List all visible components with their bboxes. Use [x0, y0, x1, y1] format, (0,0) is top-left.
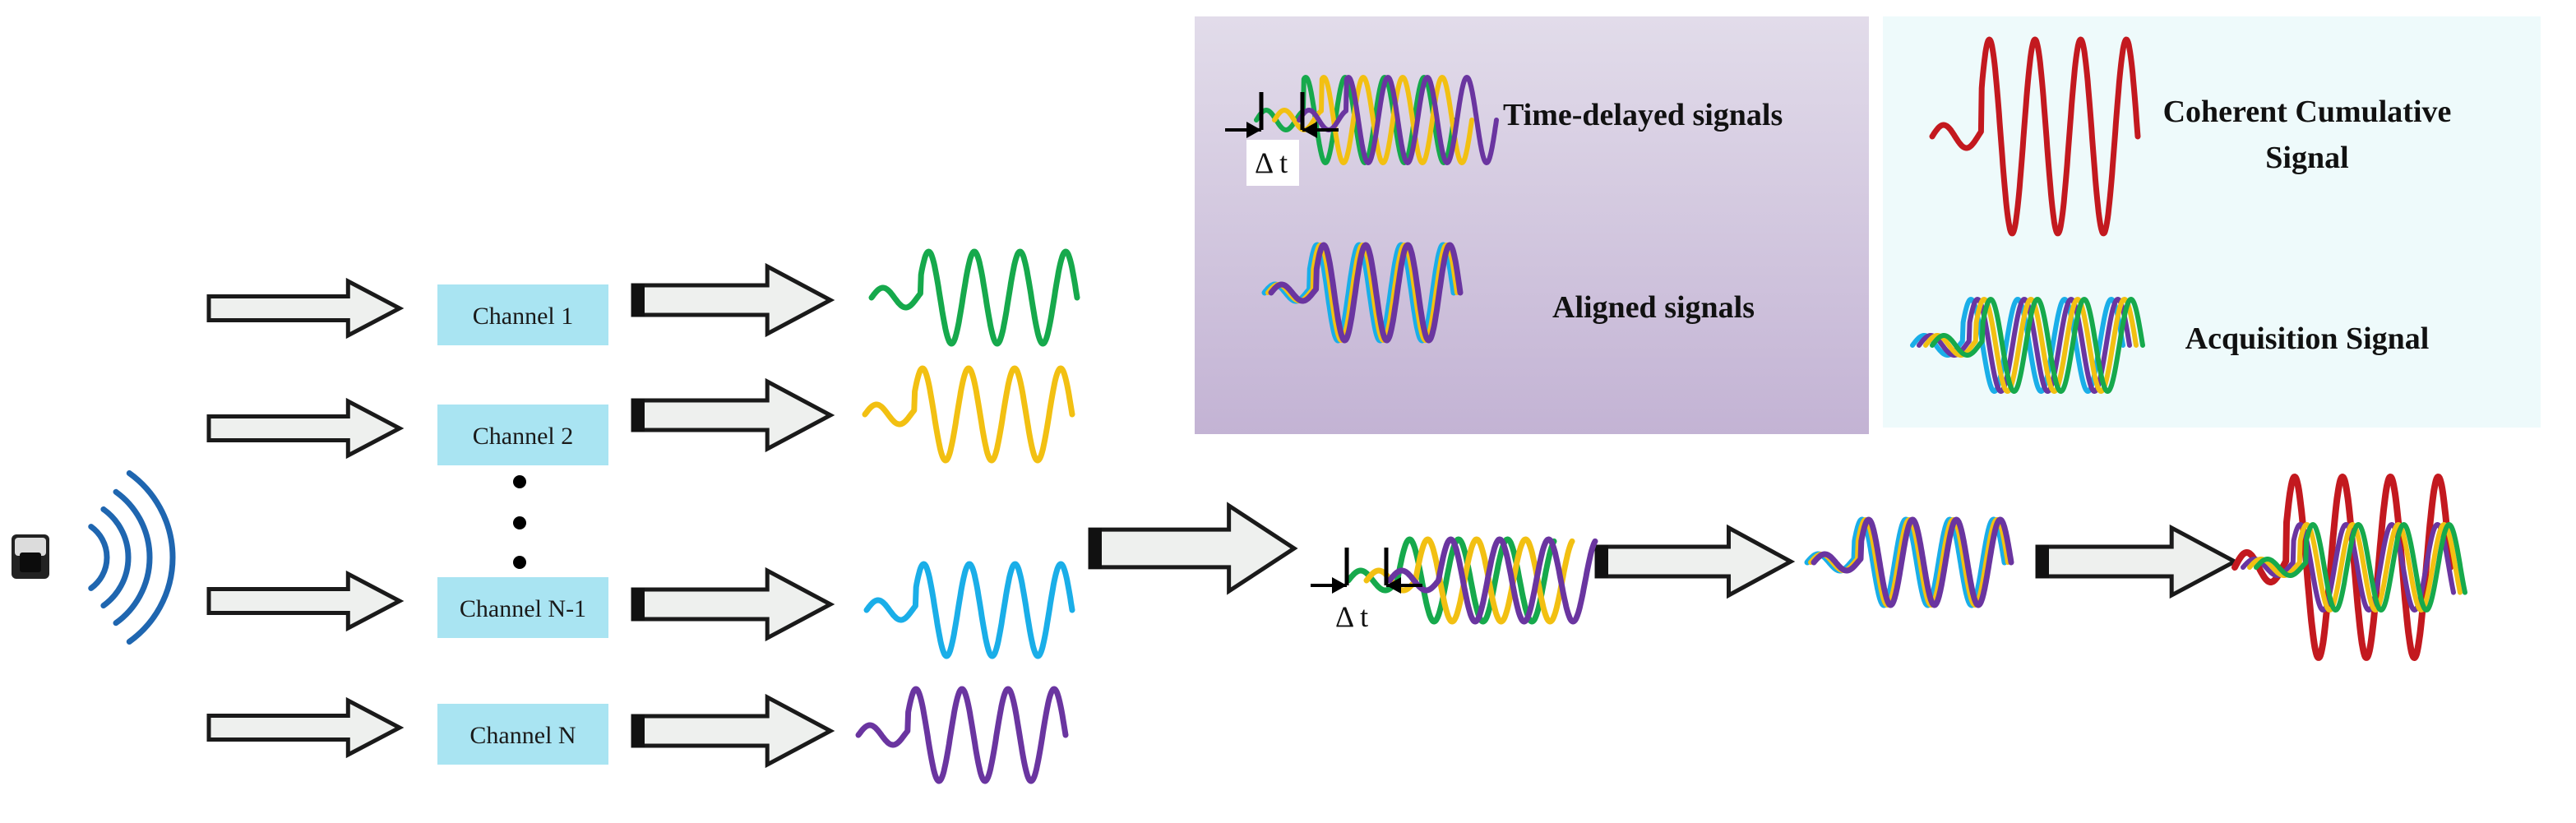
legend-time-delayed-label: Time-delayed signals [1503, 98, 1783, 132]
legend-acq-green [1930, 297, 2145, 394]
legend-acquisition-icon [1910, 297, 2145, 394]
legend-delta-t-label: Δ t [1255, 146, 1288, 179]
legend-panel-left [1195, 16, 1869, 434]
delayed-wave-purple [1386, 536, 1598, 625]
legend-coherent-label-line2: Signal [2265, 141, 2348, 175]
output-arrow [631, 693, 835, 769]
channel-label: Channel N [469, 722, 576, 749]
channel-n-signal [855, 686, 1069, 784]
ellipsis-dot [513, 475, 526, 488]
delayed-wave-green [1345, 536, 1557, 625]
input-arrow [206, 570, 405, 632]
legend-acquisition-label: Acquisition Signal [2185, 321, 2430, 356]
coherent-output-main [2231, 474, 2467, 661]
ellipsis-dot [513, 516, 526, 529]
output-arrow [631, 262, 835, 338]
input-arrow [206, 277, 405, 340]
channel-label: Channel 2 [473, 423, 573, 450]
legend-acq-yellow [1923, 297, 2139, 394]
channel-box-1: Channel 1 [437, 284, 608, 345]
radio-waves-icon [88, 470, 176, 645]
channel-box-2: Channel 2 [437, 405, 608, 465]
signal-source-icon [12, 534, 49, 579]
channel-box-n: Channel N [437, 704, 608, 765]
aligned-signals-main [1804, 516, 2014, 608]
channel-2-signal [862, 365, 1075, 464]
legend-acq-cyan [1910, 297, 2125, 394]
acquisition-wave-green [2254, 522, 2467, 613]
channel-label: Channel N-1 [460, 595, 586, 622]
delta-t-bracket-legend [1225, 92, 1339, 138]
channel-1-signal [868, 248, 1080, 347]
ellipsis-dot [513, 556, 526, 569]
output-arrow [631, 377, 835, 453]
legend-aligned-purple [1268, 242, 1464, 344]
legend-aligned-label: Aligned signals [1552, 290, 1755, 325]
delta-t-bracket-main [1311, 548, 1422, 594]
input-arrow [206, 397, 405, 460]
coherent-wave-red [2231, 474, 2453, 661]
input-arrow [206, 696, 405, 759]
channel-box-n-1: Channel N-1 [437, 577, 608, 638]
pipeline-arrow [1088, 502, 1298, 595]
pipeline-arrow [1594, 524, 1796, 599]
pipeline-arrow [2035, 524, 2240, 599]
legend-aligned-icon [1261, 242, 1464, 344]
legend-coherent-icon [1929, 36, 2141, 237]
legend-coherent-red [1929, 36, 2141, 237]
output-arrow [631, 566, 835, 642]
delta-t-label-bg [1246, 140, 1299, 186]
channel-n-1-signal [863, 561, 1075, 659]
aligned-wave-purple [1811, 516, 2014, 608]
main-delta-t-label: Δ t [1335, 600, 1368, 633]
legend-acq-purple [1917, 297, 2132, 394]
legend-coherent-label-line1: Coherent Cumulative [2163, 95, 2452, 129]
channel-label: Channel 1 [473, 303, 573, 330]
